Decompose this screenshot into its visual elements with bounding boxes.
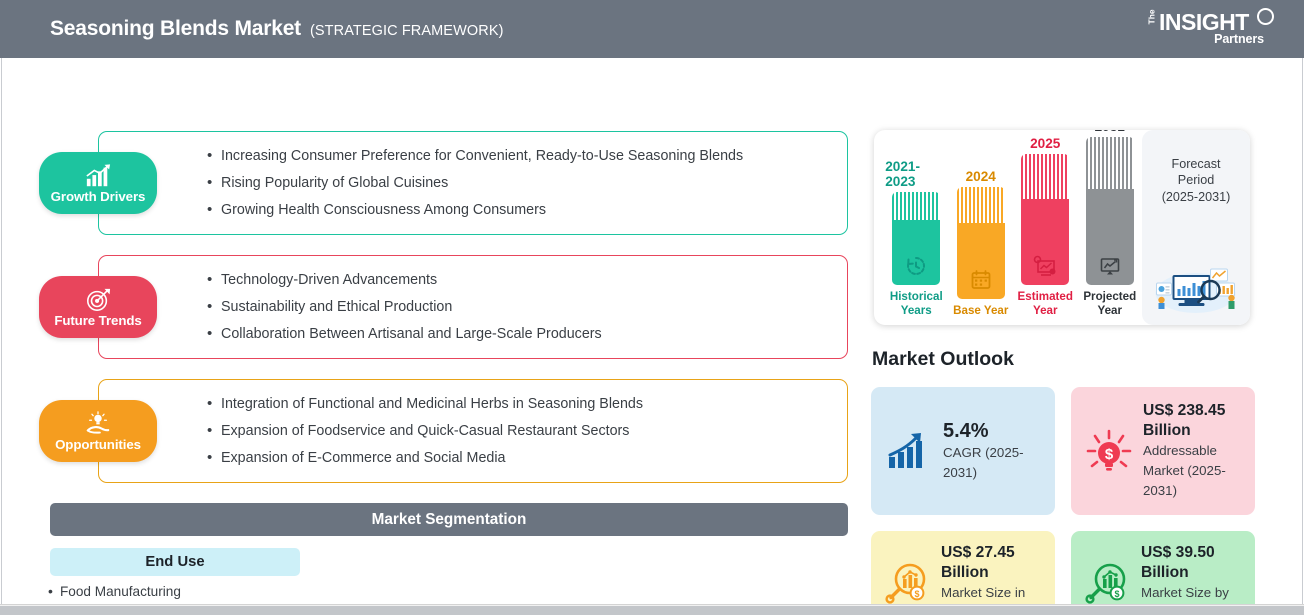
page-title: Seasoning Blends Market bbox=[50, 17, 301, 40]
growth-chart-arrow-icon bbox=[888, 433, 922, 468]
bullet-item: Growing Health Consciousness Among Consu… bbox=[207, 200, 833, 220]
svg-text:$: $ bbox=[914, 589, 919, 599]
bar-stripe-top bbox=[892, 192, 941, 220]
logo-insight-text: INSIGHT bbox=[1159, 9, 1249, 35]
timeline-year-label: 2025 bbox=[1030, 136, 1061, 151]
clock-history-icon bbox=[907, 257, 926, 275]
badge-opportunities[interactable]: Opportunities bbox=[39, 400, 157, 462]
outlook-card-text: 5.4% CAGR (2025-2031) bbox=[943, 419, 1041, 483]
outlook-card-market-size-2024: $ US$ 27.45 Billion Market Size in 2024 bbox=[871, 531, 1055, 615]
timeline-year-label: 2031 bbox=[1095, 130, 1125, 134]
badge-label: Opportunities bbox=[55, 436, 141, 452]
outlook-card-value: 5.4% bbox=[943, 420, 989, 442]
outlook-card-label: CAGR (2025-2031) bbox=[943, 445, 1024, 480]
horizontal-scrollbar-thumb[interactable] bbox=[0, 606, 1304, 615]
timeline-year-label: 2024 bbox=[965, 168, 996, 184]
timeline-bar bbox=[1085, 137, 1134, 285]
outlook-card-value: US$ 27.45 Billion bbox=[941, 544, 1015, 581]
logo-partners-text: Partners bbox=[1214, 32, 1264, 46]
content-frame: Growth Drivers Increasing Consumer Prefe… bbox=[1, 58, 1303, 615]
market-study-timeline-chart: 2021-2023 Historical Years bbox=[874, 130, 1250, 325]
outlook-card-value: US$ 238.45 Billion bbox=[1143, 402, 1226, 439]
outlook-card-text: US$ 238.45 Billion Addressable Market (2… bbox=[1143, 401, 1241, 501]
timeline-caption: Projected Year bbox=[1083, 290, 1137, 317]
forecast-settings-icon bbox=[1033, 255, 1056, 276]
outlook-card-value: US$ 39.50 Billion bbox=[1141, 544, 1215, 581]
page-header: Seasoning Blends Market (STRATEGIC FRAME… bbox=[0, 0, 1304, 58]
bullet-list: Increasing Consumer Preference for Conve… bbox=[207, 132, 833, 234]
bullet-item: Collaboration Between Artisanal and Larg… bbox=[207, 324, 833, 344]
timeline-column-projected: 2031 Projected Year bbox=[1079, 130, 1141, 317]
timeline-bar bbox=[956, 186, 1005, 299]
segment-chip-end-use[interactable]: End Use bbox=[50, 548, 300, 576]
outlook-card-market-size-2031: $ US$ 39.50 Billion Market Size by 2031 bbox=[1071, 531, 1255, 615]
timeline-caption: Estimated Year bbox=[1017, 290, 1073, 317]
badge-label: Future Trends bbox=[54, 312, 142, 328]
bullet-item: Rising Popularity of Global Cuisines bbox=[207, 173, 833, 193]
badge-growth-drivers[interactable]: Growth Drivers bbox=[39, 152, 157, 214]
lightbulb-hand-icon bbox=[86, 410, 110, 434]
forecast-period-panel: Forecast Period (2025-2031) bbox=[1142, 130, 1250, 325]
svg-text:$: $ bbox=[1114, 589, 1119, 599]
outlook-card-cagr: 5.4% CAGR (2025-2031) bbox=[871, 387, 1055, 515]
strategic-block-growth-drivers: Growth Drivers Increasing Consumer Prefe… bbox=[39, 131, 848, 235]
bar-solid-body bbox=[956, 222, 1005, 299]
analytics-dashboard-illustration bbox=[1155, 268, 1236, 313]
bullet-list: Technology-Driven Advancements Sustainab… bbox=[207, 256, 833, 358]
bar-stripe-top bbox=[1085, 137, 1134, 189]
strategic-block-opportunities: Opportunities Integration of Functional … bbox=[39, 379, 848, 483]
bar-chart-arrow-icon bbox=[86, 163, 111, 186]
monitor-chart-icon bbox=[1100, 258, 1120, 275]
bar-stripe-top bbox=[1021, 154, 1070, 199]
timeline-bar-group: 2021-2023 Historical Years bbox=[884, 130, 1142, 325]
strategic-block-future-trends: Future Trends Technology-Driven Advancem… bbox=[39, 255, 848, 359]
forecast-period-title: Forecast Period bbox=[1171, 157, 1221, 187]
outlook-card-label: Addressable Market (2025-2031) bbox=[1143, 443, 1226, 498]
bullet-item: Sustainability and Ethical Production bbox=[207, 297, 833, 317]
bar-solid-body bbox=[1085, 189, 1134, 285]
timeline-bar bbox=[892, 192, 941, 285]
timeline-caption: Base Year bbox=[953, 303, 1009, 317]
bullet-list: Integration of Functional and Medicinal … bbox=[207, 380, 833, 482]
segment-chip-label: End Use bbox=[145, 554, 205, 570]
timeline-column-historical: 2021-2023 Historical Years bbox=[885, 159, 947, 317]
logo-circle-icon bbox=[1257, 8, 1274, 25]
logo-the-text: The bbox=[1146, 9, 1157, 25]
bullet-item: Technology-Driven Advancements bbox=[207, 270, 833, 290]
calendar-icon bbox=[971, 269, 991, 289]
market-segmentation-title: Market Segmentation bbox=[371, 510, 527, 528]
header-title-group: Seasoning Blends Market (STRATEGIC FRAME… bbox=[50, 17, 504, 41]
page-subtitle: (STRATEGIC FRAMEWORK) bbox=[309, 23, 504, 39]
market-segmentation-header: Market Segmentation bbox=[50, 503, 848, 536]
insight-partners-logo: The INSIGHT Partners bbox=[1146, 8, 1276, 50]
magnifier-bars-dollar-icon: $ bbox=[885, 563, 926, 604]
bullet-item: Integration of Functional and Medicinal … bbox=[207, 394, 833, 414]
forecast-period-range: (2025-2031) bbox=[1161, 190, 1231, 204]
timeline-column-estimated: 2025 Estimated bbox=[1014, 136, 1076, 317]
timeline-year-label: 2021-2023 bbox=[885, 159, 921, 189]
bar-solid-body bbox=[1021, 199, 1070, 285]
badge-future-trends[interactable]: Future Trends bbox=[39, 276, 157, 338]
outlook-card-addressable-market: $ US$ 238.45 Billion Addressable Market … bbox=[1071, 387, 1255, 515]
svg-text:$: $ bbox=[1105, 446, 1114, 463]
badge-label: Growth Drivers bbox=[50, 188, 146, 204]
bullet-item: Expansion of E-Commerce and Social Media bbox=[207, 448, 833, 468]
lightbulb-dollar-icon: $ bbox=[1086, 429, 1132, 471]
outlook-card-text: US$ 27.45 Billion Market Size in 2024 bbox=[941, 543, 1041, 615]
target-dart-icon bbox=[86, 288, 111, 311]
magnifier-bars-dollar-icon: $ bbox=[1085, 563, 1126, 604]
timeline-caption: Historical Years bbox=[889, 290, 943, 317]
bar-stripe-top bbox=[956, 186, 1005, 223]
bar-solid-body bbox=[892, 220, 941, 285]
bullet-item: Increasing Consumer Preference for Conve… bbox=[207, 146, 833, 166]
horizontal-scrollbar-track[interactable] bbox=[0, 604, 1304, 615]
market-outlook-title: Market Outlook bbox=[872, 348, 1014, 370]
bullet-item: Expansion of Foodservice and Quick-Casua… bbox=[207, 421, 833, 441]
timeline-bar bbox=[1021, 154, 1070, 285]
timeline-column-base: 2024 bbox=[950, 169, 1012, 318]
segment-list-item: Food Manufacturing bbox=[48, 582, 468, 601]
